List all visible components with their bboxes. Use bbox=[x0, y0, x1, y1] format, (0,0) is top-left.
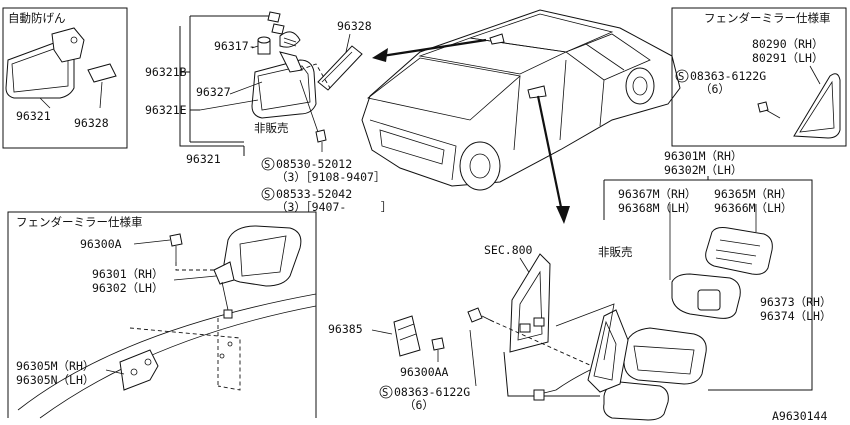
screw-08533-52042: 08533-52042 bbox=[276, 187, 352, 201]
mirror-cover-drawing bbox=[603, 381, 669, 421]
screw-08363-top: 08363-6122G bbox=[690, 69, 766, 83]
part-96302m: 96302M（LH） bbox=[664, 163, 742, 177]
part-80291: 80291（LH） bbox=[752, 51, 823, 65]
bracket-parts: 96385 96300AA S 08363-6122G （6） bbox=[328, 307, 495, 412]
door-mirror-breakdown: 96301M（RH） 96302M（LH） 96367M（RH） 96368M（… bbox=[587, 149, 831, 421]
screw-callouts-middle: S 08530-52012 （3）［9108-9407］ S 08533-520… bbox=[261, 157, 392, 214]
part-96300a: 96300A bbox=[80, 237, 122, 251]
rear-wheel-drawing bbox=[625, 67, 655, 105]
part-96373: 96373（RH） bbox=[760, 295, 831, 309]
part-96328-inset: 96328 bbox=[74, 116, 109, 130]
inner-mirror-group: 96317- 96321B 96327 96321E 非販売 96321 bbox=[145, 11, 327, 166]
screw-08363-bottom-qty: （6） bbox=[404, 398, 434, 412]
part-96366m: 96366M（LH） bbox=[714, 201, 792, 215]
fender-inset-frame-bottom bbox=[7, 211, 317, 418]
part-96305m: 96305M（RH） bbox=[16, 359, 94, 373]
part-96305n: 96305N（LH） bbox=[16, 373, 94, 387]
fender-mirror-inset-top: フェンダーミラー仕様車 80290（RH） 80291（LH） S 08363-… bbox=[671, 7, 847, 147]
mirror-base-drawing bbox=[587, 309, 629, 393]
part-96368m: 96368M（LH） bbox=[618, 201, 696, 215]
connector-small-drawing bbox=[87, 63, 117, 83]
part-96328: 96328 bbox=[337, 19, 372, 33]
diagram-id: A9630144 bbox=[772, 409, 827, 423]
part-96301m: 96301M（RH） bbox=[664, 149, 742, 163]
part-96321b: 96321B bbox=[145, 65, 187, 79]
car-illustration bbox=[361, 9, 681, 191]
front-wheel-drawing bbox=[459, 141, 501, 191]
cover-96328-drawing bbox=[317, 45, 363, 91]
bracket-96305-drawing bbox=[119, 349, 159, 391]
part-96317: 96317- bbox=[214, 39, 256, 53]
bracket-96385-drawing bbox=[393, 315, 421, 357]
fender-inset-frame-top bbox=[671, 7, 847, 147]
screw-08530-qty: （3）［9108-9407］ bbox=[276, 170, 386, 184]
part-96300aa: 96300AA bbox=[400, 365, 449, 379]
part-96321e: 96321E bbox=[145, 103, 187, 117]
part-96374: 96374（LH） bbox=[760, 309, 831, 323]
inset-frame bbox=[2, 7, 128, 149]
auto-antiglare-inset: 自動防げん 96321 96328 bbox=[2, 7, 128, 149]
fender-inset-title-top: フェンダーミラー仕様車 bbox=[704, 11, 831, 25]
cover-96328: 96328 bbox=[299, 19, 372, 91]
screw-08533-qty: （3）［9407- ］ bbox=[276, 200, 392, 214]
spring-clip-drawing bbox=[279, 31, 301, 48]
fender-mirror-inset-bottom: フェンダーミラー仕様車 96300A 96301（RH） 96302（LH） 9… bbox=[7, 211, 317, 419]
antiglare-mount-drawing bbox=[51, 27, 85, 63]
screw-symbol-3: S bbox=[678, 71, 684, 83]
screw-symbol-1: S bbox=[264, 159, 270, 171]
fender-inset-title-bottom: フェンダーミラー仕様車 bbox=[16, 215, 143, 229]
part-96327: 96327 bbox=[196, 85, 231, 99]
screw-symbol-4: S bbox=[382, 387, 388, 399]
car-door-mirror-drawing bbox=[527, 85, 547, 99]
part-96302: 96302（LH） bbox=[92, 281, 163, 295]
screw-08363-top-qty: （6） bbox=[700, 82, 730, 96]
fender-mirror-drawing bbox=[223, 225, 302, 287]
arrows bbox=[372, 38, 570, 224]
part-96365m: 96365M（RH） bbox=[714, 187, 792, 201]
part-96385: 96385 bbox=[328, 322, 363, 336]
screw-symbol-2: S bbox=[264, 189, 270, 201]
part-80290: 80290（RH） bbox=[752, 37, 823, 51]
part-96321: 96321 bbox=[186, 152, 221, 166]
part-96301: 96301（RH） bbox=[92, 267, 163, 281]
part-96321-inset: 96321 bbox=[16, 109, 51, 123]
mirror-housing-drawing bbox=[623, 327, 707, 385]
inset-title: 自動防げん bbox=[8, 11, 66, 25]
screw-08530-52012: 08530-52012 bbox=[276, 157, 352, 171]
sec-800-label: SEC.800 bbox=[484, 243, 533, 257]
screw-96300aa-drawing bbox=[467, 307, 483, 323]
part-96367m: 96367M（RH） bbox=[618, 187, 696, 201]
not-for-sale-door-mirror: 非販売 bbox=[598, 245, 633, 259]
screw-08363-bottom: 08363-6122G bbox=[394, 385, 470, 399]
not-for-sale-mirror: 非販売 bbox=[254, 121, 289, 135]
mirror-glass-drawing bbox=[705, 227, 773, 275]
door-frame-sec800: SEC.800 bbox=[484, 243, 615, 401]
